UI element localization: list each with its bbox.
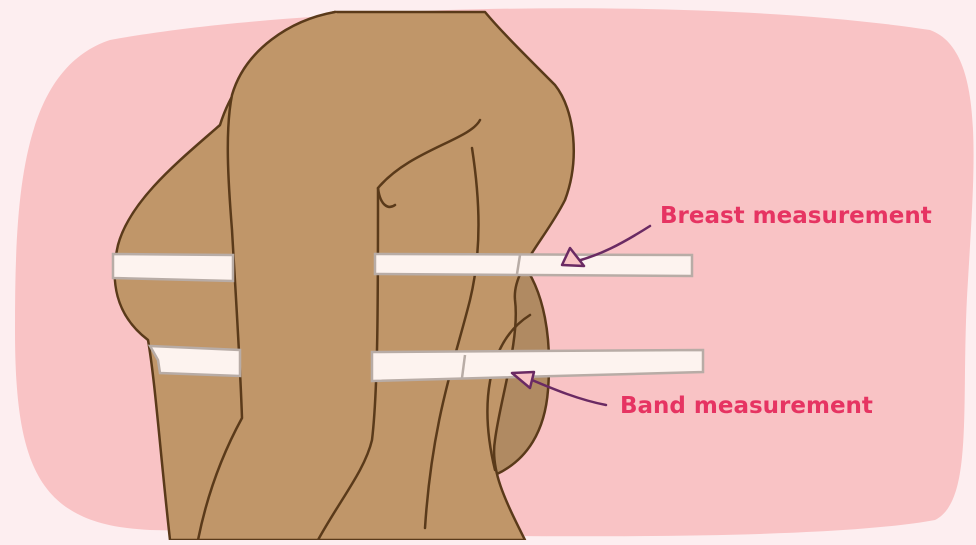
band-measurement-label: Band measurement [620,393,873,419]
breast-measurement-label: Breast measurement [660,203,932,229]
